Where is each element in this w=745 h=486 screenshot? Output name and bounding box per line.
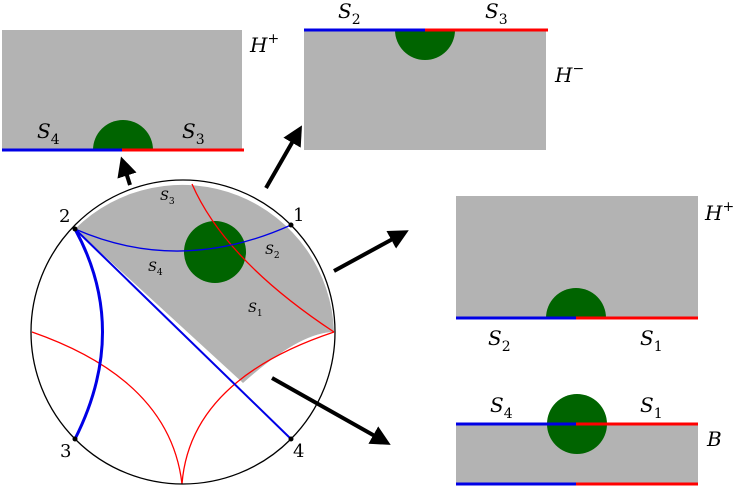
- panel-top-left-right-label: S3: [182, 119, 205, 148]
- panel-mid-right-region-label: H+: [704, 199, 734, 225]
- panel-top-center-disk: [395, 30, 455, 60]
- point-4: [288, 436, 294, 442]
- panel-mid-right-right-label: S1: [640, 326, 663, 355]
- panel-bottom-right-right-label: S1: [640, 393, 663, 422]
- panel-mid-right: H+ S2 S1: [456, 196, 734, 355]
- label-s2: S2: [265, 243, 280, 261]
- panel-top-center: H− S2 S3: [304, 0, 584, 150]
- label-s3: S3: [160, 189, 175, 207]
- panel-top-center-region-label: H−: [554, 61, 584, 87]
- panel-bottom-right-region-label: B: [706, 427, 722, 451]
- panel-top-left-region-label: H+: [249, 31, 279, 57]
- geodesic-s1: [191, 183, 335, 333]
- geodesic-s2: [74, 224, 292, 252]
- arrows: [117, 125, 409, 445]
- panel-top-left-left-label: S4: [37, 119, 60, 148]
- panel-mid-right-left-label: S2: [488, 326, 511, 355]
- label-s1: S1: [248, 301, 263, 319]
- arrow-to-top-left: [117, 156, 137, 186]
- panel-bottom-right: B S4 S1: [456, 393, 722, 486]
- poincare-disk: 1 2 3 4 S3 S2 S4 S1: [30, 179, 336, 485]
- geodesic-left-thick: [73, 228, 104, 440]
- point-4-label: 4: [293, 441, 304, 462]
- disk-boundary: [30, 179, 336, 485]
- arrow-to-bottom-right: [271, 376, 391, 445]
- entangling-disk: [184, 221, 246, 283]
- geodesic-right-lower: [181, 331, 335, 484]
- point-1-label: 1: [293, 205, 304, 226]
- panel-top-left-disk: [93, 120, 153, 150]
- label-s4: S4: [148, 260, 163, 278]
- point-2: [72, 226, 78, 232]
- panel-bottom-right-lower-fill: [456, 454, 698, 484]
- panel-bottom-right-left-label: S4: [490, 393, 513, 422]
- point-3: [72, 436, 78, 442]
- panel-top-center-left-label: S2: [338, 0, 361, 28]
- panel-top-left: H+ S4 S3: [2, 30, 279, 152]
- point-2-label: 2: [59, 206, 70, 227]
- panel-top-center-right-label: S3: [485, 0, 508, 28]
- arrow-to-mid-right: [333, 230, 409, 273]
- panel-mid-right-disk: [546, 288, 606, 318]
- arrow-to-top-center: [264, 125, 302, 189]
- point-1: [288, 222, 294, 228]
- point-3-label: 3: [60, 441, 71, 462]
- geodesic-diagonal: [74, 228, 292, 440]
- geodesic-left-lower: [31, 331, 183, 484]
